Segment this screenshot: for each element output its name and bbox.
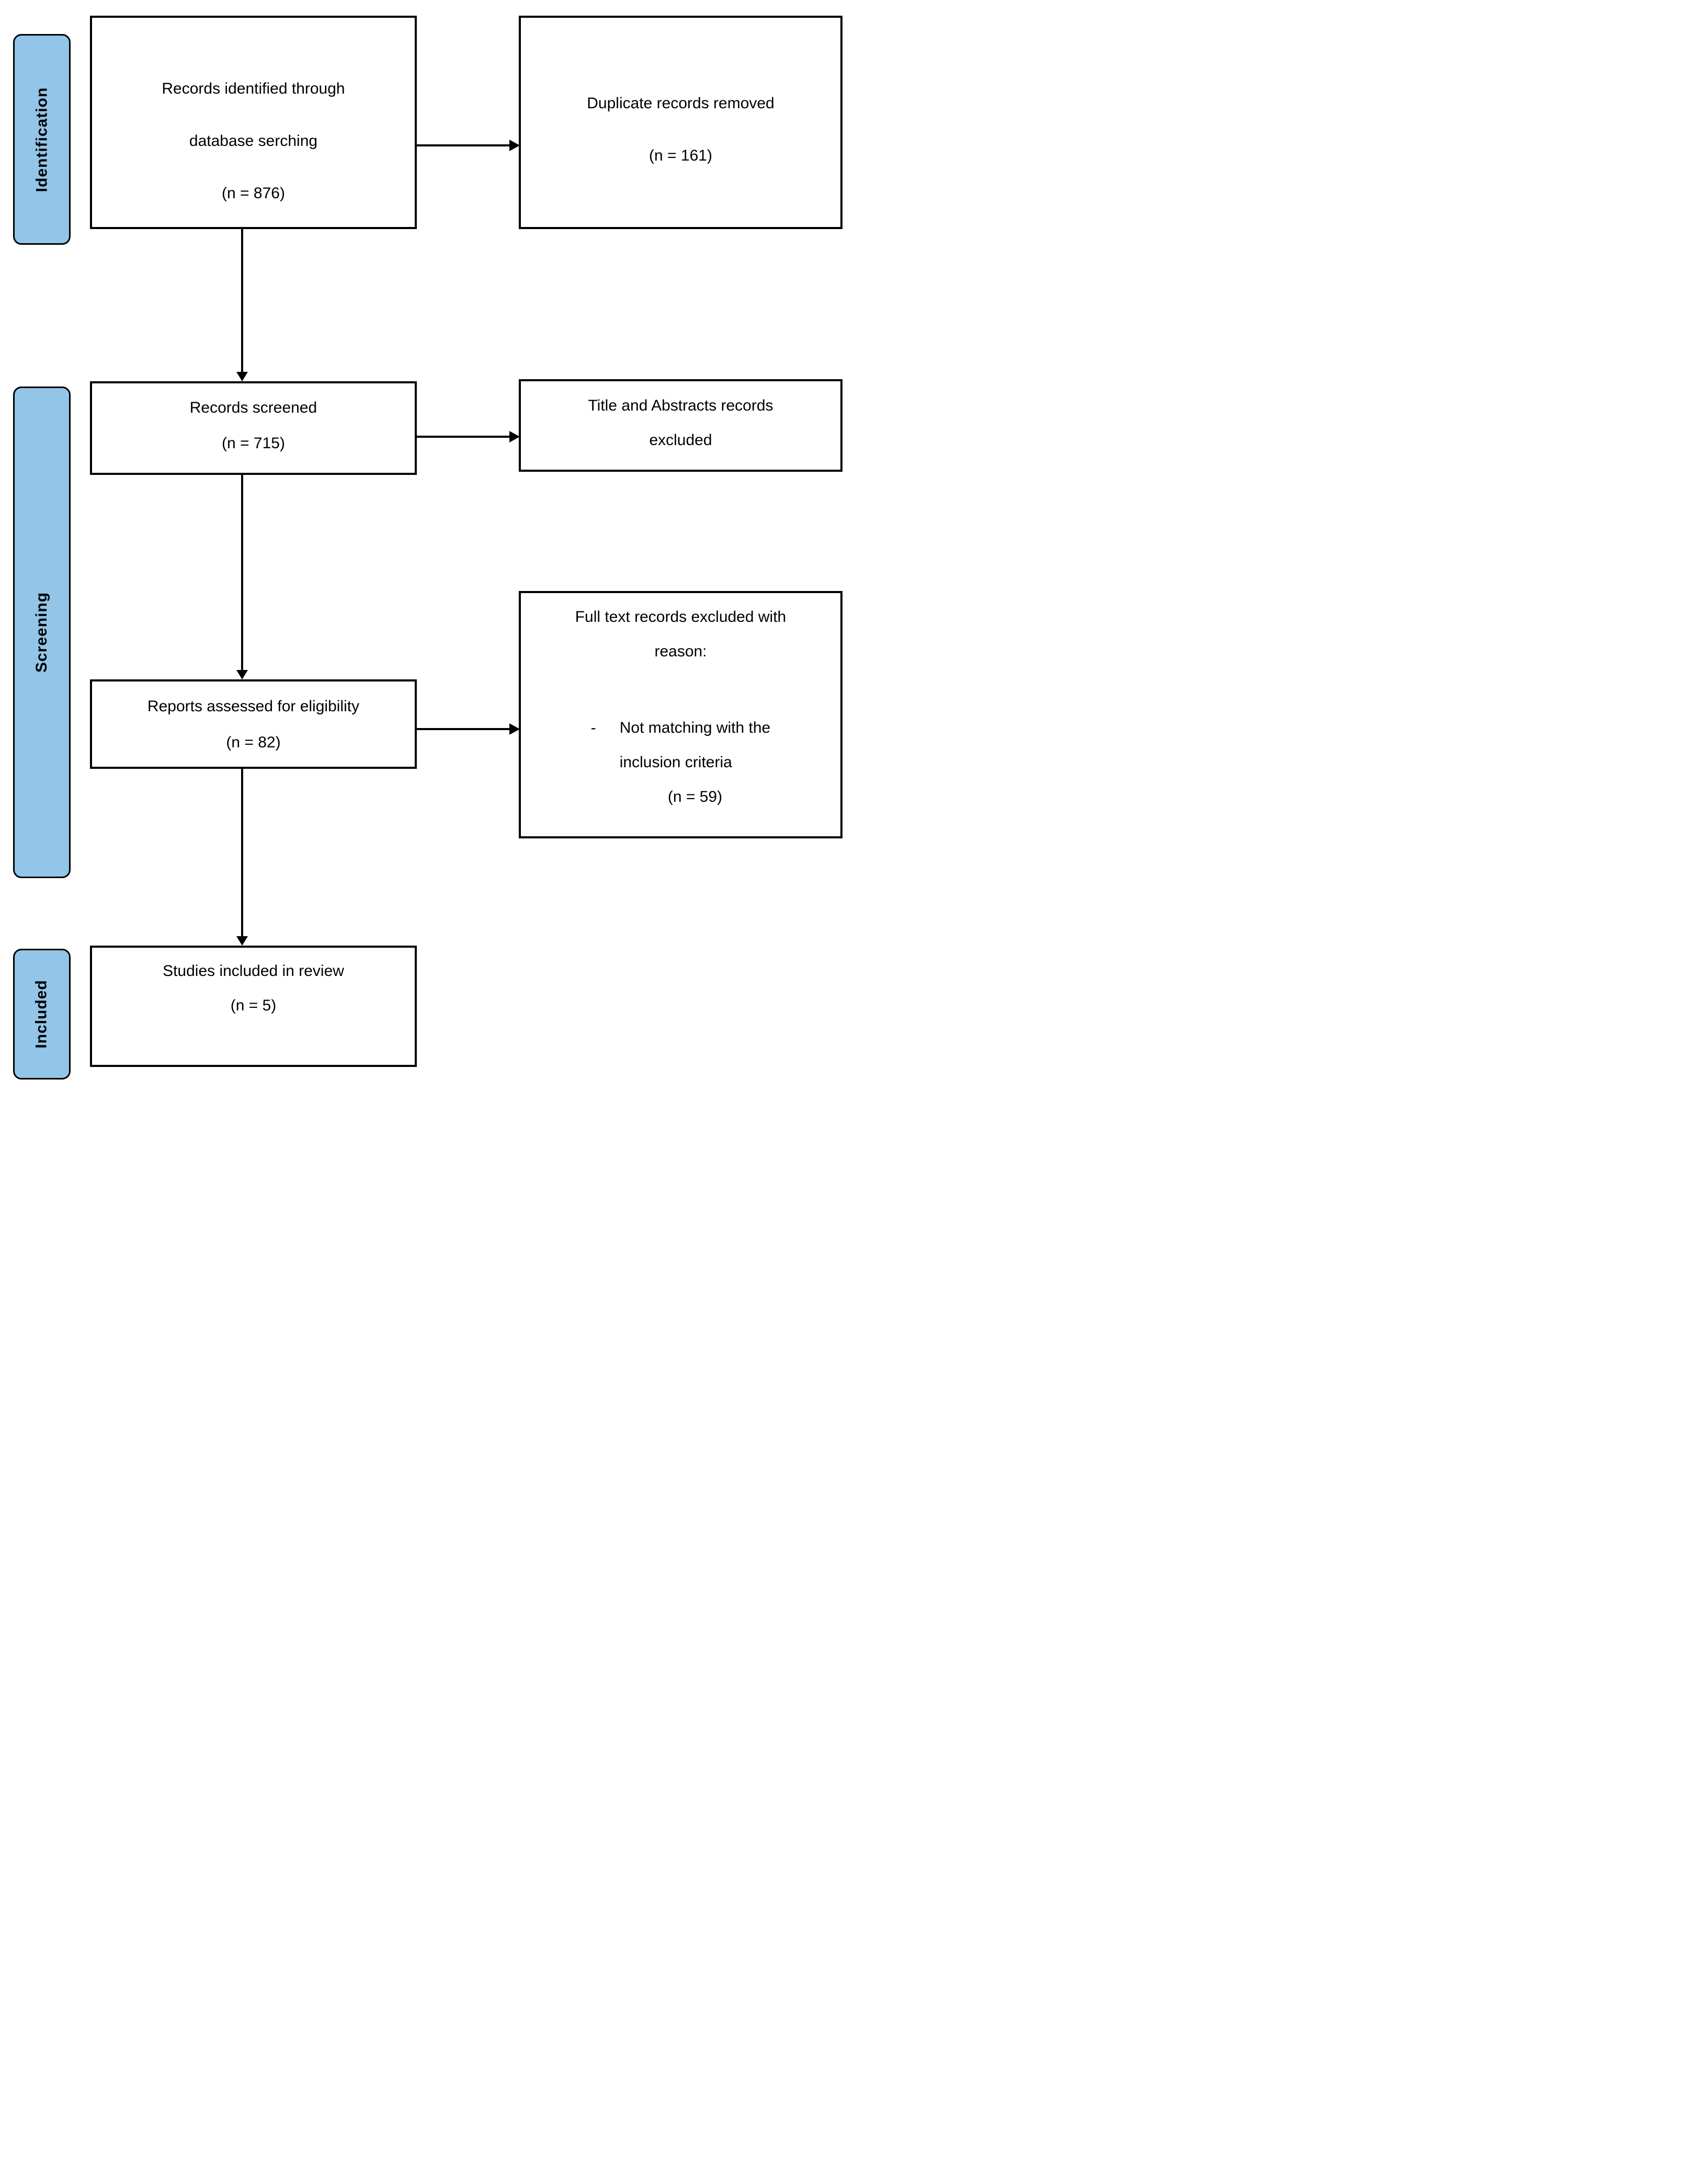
arrow-reports-to-fulltext-excluded <box>417 723 520 735</box>
bullet-text-line1: Not matching with the <box>619 719 771 736</box>
box-fulltext-excluded-line2: reason: <box>654 643 707 660</box>
box-reports-assessed: Reports assessed for eligibility (n = 82… <box>90 679 417 769</box>
stage-label-included: Included <box>33 980 50 1049</box>
box-title-abstracts-excluded-line2: excluded <box>649 431 712 449</box>
arrow-screened-to-reports <box>236 475 248 679</box>
stage-label-screening: Screening <box>33 592 50 673</box>
box-fulltext-excluded-count: (n = 59) <box>667 788 723 805</box>
arrow-identified-to-duplicates <box>417 140 520 151</box>
box-records-screened-count: (n = 715) <box>222 435 285 452</box>
box-records-screened-line1: Records screened <box>189 399 317 416</box>
stage-bar-screening: Screening <box>13 387 71 878</box>
box-studies-included-count: (n = 5) <box>230 997 277 1014</box>
box-studies-included: Studies included in review (n = 5) <box>90 946 417 1067</box>
box-title-abstracts-excluded-line1: Title and Abstracts records <box>588 397 773 414</box>
stage-bar-included: Included <box>13 949 71 1079</box>
box-title-abstracts-excluded: Title and Abstracts records excluded <box>519 379 842 472</box>
fulltext-exclusion-reason-item: - Not matching with the inclusion criter… <box>591 711 770 814</box>
box-records-identified-count: (n = 876) <box>222 185 285 202</box>
box-records-identified-line2: database serching <box>189 132 318 150</box>
arrow-reports-to-studies <box>236 769 248 946</box>
box-duplicates-removed-count: (n = 161) <box>649 147 712 164</box>
box-reports-assessed-line1: Reports assessed for eligibility <box>147 698 360 715</box>
box-duplicates-removed: Duplicate records removed (n = 161) <box>519 16 842 229</box>
arrow-screened-to-title-abstracts <box>417 431 520 442</box>
box-fulltext-excluded-line1: Full text records excluded with <box>575 608 787 626</box>
box-duplicates-removed-line1: Duplicate records removed <box>587 95 775 112</box>
box-reports-assessed-count: (n = 82) <box>226 734 281 751</box>
prisma-flow-diagram: Identification Screening Included Record… <box>0 0 854 1091</box>
bullet-text-line2: inclusion criteria <box>619 754 732 771</box>
box-records-identified: Records identified through database serc… <box>90 16 417 229</box>
box-fulltext-excluded: Full text records excluded with reason: … <box>519 591 842 838</box>
bullet-text: Not matching with the inclusion criteria… <box>620 711 770 814</box>
box-records-identified-line1: Records identified through <box>162 80 345 97</box>
box-records-screened: Records screened (n = 715) <box>90 381 417 475</box>
arrow-identified-to-screened <box>236 229 248 381</box>
stage-label-identification: Identification <box>33 87 51 192</box>
stage-bar-identification: Identification <box>13 34 71 245</box>
box-studies-included-line1: Studies included in review <box>163 962 344 980</box>
bullet-dash: - <box>590 719 596 736</box>
